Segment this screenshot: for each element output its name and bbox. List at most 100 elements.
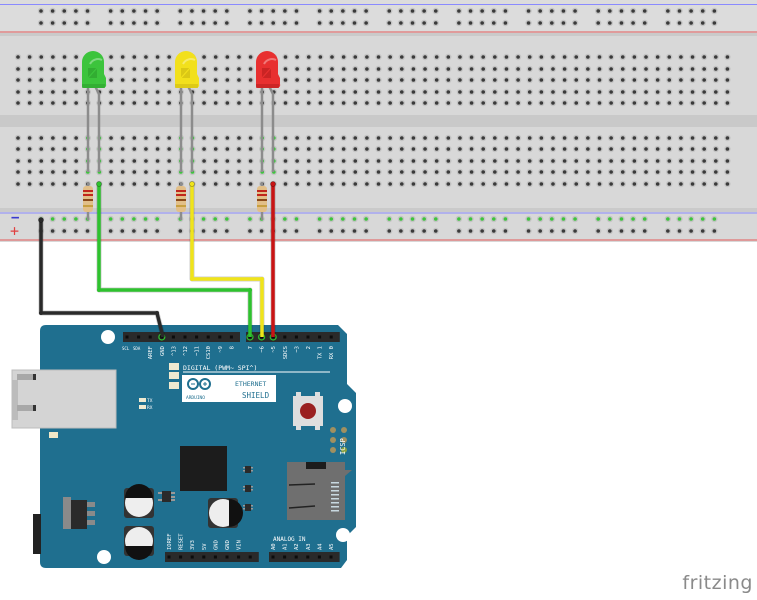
header-pin[interactable] [283, 555, 287, 559]
breadboard-hole [39, 159, 44, 163]
header-pin[interactable] [229, 335, 233, 339]
breadboard-hole [132, 78, 137, 82]
header-pin[interactable] [213, 555, 217, 559]
breadboard-hole [365, 55, 369, 59]
breadboard-hole [410, 9, 415, 13]
breadboard-hole [108, 229, 113, 233]
header-pin[interactable] [190, 555, 194, 559]
breadboard-hole [631, 217, 635, 221]
breadboard-hole [213, 90, 218, 94]
header-pin[interactable] [271, 555, 275, 559]
breadboard-hole [237, 55, 241, 59]
header-pin[interactable] [206, 335, 210, 339]
breadboard-hole [306, 170, 311, 174]
header-pin[interactable] [171, 335, 175, 339]
header-pin[interactable] [317, 555, 321, 559]
breadboard-hole [248, 182, 253, 186]
header-pin[interactable] [195, 335, 199, 339]
breadboard-hole [39, 55, 44, 59]
breadboard-hole [551, 101, 555, 105]
led-die-line [180, 67, 191, 79]
header-pin[interactable] [294, 335, 298, 339]
reset-button-cap[interactable] [300, 403, 316, 419]
breadboard-hole [387, 229, 392, 233]
breadboard-hole [109, 90, 113, 94]
header-pin[interactable] [202, 555, 206, 559]
breadboard-hole [225, 78, 230, 82]
breadboard-hole [712, 21, 717, 25]
breadboard-hole [573, 217, 577, 221]
header-pin[interactable] [218, 335, 222, 339]
wire-yellow[interactable] [190, 184, 264, 337]
header-pin[interactable] [179, 555, 183, 559]
breadboard-hole [446, 170, 451, 174]
breadboard-hole [574, 90, 579, 94]
breadboard-hole [609, 182, 613, 186]
header-pin[interactable] [306, 555, 310, 559]
breadboard-hole [51, 170, 55, 174]
pin-label: SDCS [283, 346, 289, 359]
breadboard-hole [655, 159, 660, 163]
breadboard-hole [702, 78, 706, 82]
breadboard-hole [539, 136, 544, 140]
breadboard-hole [609, 159, 613, 163]
wire-green[interactable] [97, 184, 252, 337]
breadboard-hole [423, 90, 427, 94]
breadboard-hole [109, 55, 113, 59]
breadboard-hole [609, 90, 613, 94]
wire-ground[interactable] [39, 220, 165, 338]
header-pin[interactable] [148, 335, 152, 339]
header-pin[interactable] [125, 335, 129, 339]
breadboard-hole [51, 147, 55, 151]
breadboard-hole [725, 136, 730, 140]
resistor-band [83, 194, 93, 196]
breadboard-hole [341, 229, 345, 233]
sd-contact [331, 498, 339, 500]
header-pin[interactable] [306, 335, 310, 339]
breadboard-hole [120, 170, 125, 174]
breadboard-hole [655, 55, 660, 59]
breadboard-hole [550, 229, 554, 233]
breadboard-hole [74, 55, 78, 59]
jack-side [12, 380, 18, 420]
breadboard-hole [16, 90, 20, 94]
reset-button[interactable] [293, 392, 323, 430]
breadboard-hole [632, 182, 637, 186]
header-pin[interactable] [237, 555, 241, 559]
breadboard-hole [679, 101, 683, 105]
breadboard-hole [469, 147, 474, 151]
breadboard-hole [491, 9, 496, 13]
breadboard-hole [74, 67, 78, 71]
breadboard-hole [597, 55, 602, 59]
header-pin[interactable] [225, 555, 229, 559]
breadboard-hole [690, 159, 695, 163]
header-pin[interactable] [167, 555, 171, 559]
breadboard-hole [725, 78, 730, 82]
breadboard-hole [666, 217, 670, 221]
breadboard: − + [0, 0, 757, 242]
breadboard-hole [109, 147, 113, 151]
capacitor-stripe [125, 546, 153, 560]
breadboard-hole [644, 159, 648, 163]
breadboard-hole [155, 21, 159, 25]
breadboard-hole [16, 136, 20, 140]
header-pin[interactable] [329, 335, 333, 339]
ethernet-jack [11, 369, 117, 429]
breadboard-hole [364, 21, 368, 25]
breadboard-hole [527, 101, 532, 105]
header-pin[interactable] [318, 335, 322, 339]
header-pin[interactable] [329, 555, 333, 559]
jack-latch [17, 374, 35, 380]
header-pin[interactable] [248, 555, 252, 559]
led-die-line [87, 67, 98, 79]
breadboard-hole [306, 159, 311, 163]
header-pin[interactable] [137, 335, 141, 339]
header-pin[interactable] [294, 555, 298, 559]
breadboard-hole [550, 9, 554, 13]
breadboard-hole [457, 229, 461, 233]
breadboard-hole [109, 159, 113, 163]
header-pin[interactable] [283, 335, 287, 339]
breadboard-hole [85, 21, 90, 25]
header-pin[interactable] [183, 335, 187, 339]
breadboard-hole [144, 136, 148, 140]
